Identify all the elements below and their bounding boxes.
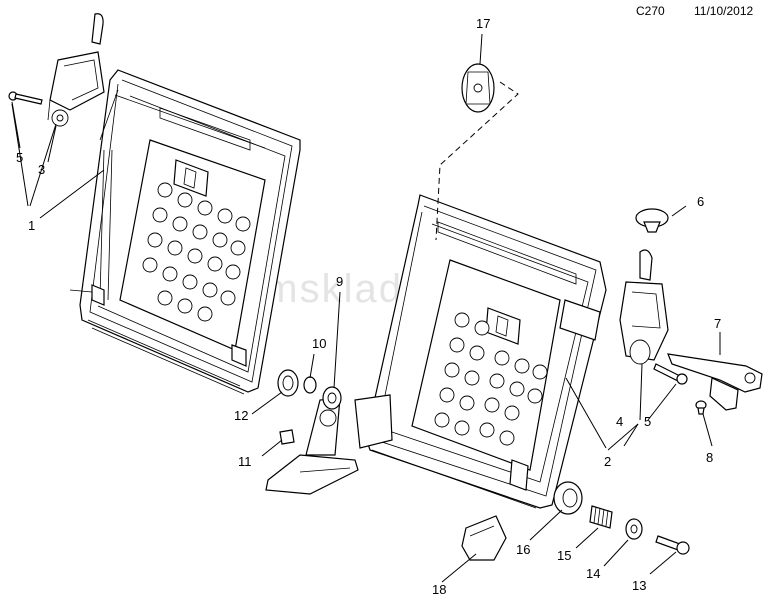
- cover-18: [461, 515, 507, 561]
- callout-3: 3: [38, 162, 45, 177]
- washer-9: [322, 386, 342, 410]
- callout-8: 8: [706, 450, 713, 465]
- knob-6: [635, 208, 669, 233]
- leader-lines: [11, 33, 721, 583]
- callout-16: 16: [516, 542, 530, 557]
- callout-5-right: 5: [644, 414, 651, 429]
- callout-18: 18: [432, 582, 446, 597]
- callout-13: 13: [632, 578, 646, 593]
- screw-8: [695, 400, 707, 415]
- callout-15: 15: [557, 548, 571, 563]
- bracket-7: [667, 353, 763, 411]
- bushing-16: [553, 481, 583, 515]
- callout-11: 11: [238, 454, 252, 469]
- callout-10: 10: [312, 336, 326, 351]
- callout-7: 7: [714, 316, 721, 331]
- left-seatback-frame: [69, 69, 301, 395]
- right-seatback-frame: [354, 194, 607, 509]
- bushing-12: [277, 369, 299, 397]
- right-bolt: [653, 363, 688, 385]
- diagram-date: 11/10/2012: [694, 4, 754, 18]
- washer-14: [625, 518, 643, 540]
- callout-17: 17: [476, 16, 490, 31]
- callout-12: 12: [234, 408, 248, 423]
- callout-2: 2: [604, 454, 611, 469]
- clip-11: [279, 429, 295, 445]
- callout-4: 4: [616, 414, 623, 429]
- hinge-bracket: [265, 397, 359, 495]
- leader-17-dashed: [435, 81, 519, 241]
- left-bolt: [8, 91, 43, 105]
- callout-1: 1: [28, 218, 35, 233]
- diagram-code: C270: [636, 4, 665, 18]
- callout-14: 14: [586, 566, 600, 581]
- bolt-13: [655, 535, 690, 555]
- spacer-10: [303, 376, 317, 394]
- right-latch-assembly: [619, 249, 669, 365]
- cap-17: [461, 63, 495, 113]
- left-latch-assembly: [47, 13, 105, 127]
- spring-15: [589, 505, 613, 529]
- callout-6: 6: [697, 194, 704, 209]
- callout-5-left: 5: [16, 150, 23, 165]
- callout-9: 9: [336, 274, 343, 289]
